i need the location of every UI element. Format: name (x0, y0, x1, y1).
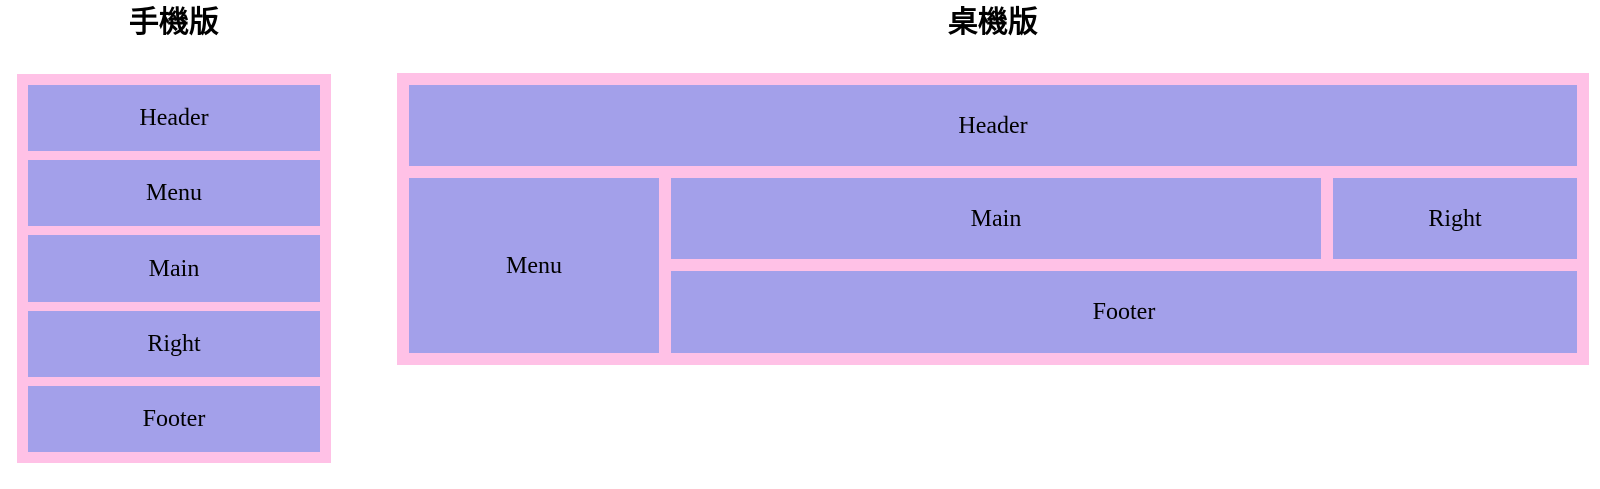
desktop-right-label: Right (1428, 205, 1482, 232)
desktop-main-box: Main (671, 178, 1321, 259)
mobile-section-title: 手機版 (129, 6, 219, 39)
mobile-layout-container: Header Menu Main Right Footer (17, 74, 331, 463)
desktop-main-label: Main (970, 205, 1022, 232)
mobile-menu-box: Menu (28, 160, 320, 227)
desktop-menu-label-band: Menu (409, 225, 659, 306)
mobile-right-box: Right (28, 310, 320, 377)
desktop-right-box: Right (1333, 178, 1577, 259)
desktop-header-box: Header (409, 85, 1577, 166)
desktop-menu-box: Menu (409, 178, 659, 353)
mobile-footer-box: Footer (28, 385, 320, 453)
desktop-layout-container: Header Menu Main Right Footer (397, 73, 1589, 365)
desktop-section-title: 桌機版 (948, 6, 1038, 39)
mobile-header-box: Header (28, 85, 320, 152)
desktop-menu-label: Menu (506, 252, 562, 279)
mobile-footer-label: Footer (142, 405, 206, 432)
mobile-header-label: Header (139, 105, 209, 132)
mobile-main-label: Main (148, 255, 200, 282)
desktop-header-label: Header (958, 112, 1028, 139)
mobile-main-box: Main (28, 235, 320, 302)
desktop-footer-label: Footer (1092, 299, 1156, 325)
desktop-footer-box: Footer (671, 271, 1577, 353)
mobile-right-label: Right (147, 330, 201, 357)
mobile-menu-label: Menu (146, 180, 202, 207)
